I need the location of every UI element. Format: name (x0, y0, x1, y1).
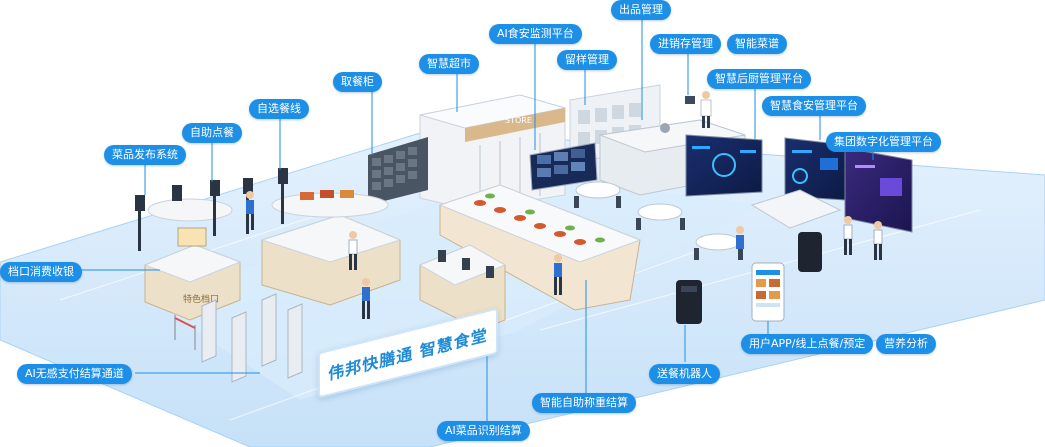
label-nutrition-analysis: 营养分析 (876, 334, 936, 354)
label-user-app: 用户APP/线上点餐/预定 (741, 334, 874, 354)
label-stall-payment: 档口消费收银 (0, 262, 82, 282)
label-self-ordering: 自助点餐 (182, 123, 242, 143)
label-smart-kitchen-platform: 智慧后厨管理平台 (707, 69, 811, 89)
ai-monitor-screen (529, 142, 598, 191)
label-dish-publishing: 菜品发布系统 (104, 145, 186, 165)
label-inventory-management: 进销存管理 (650, 34, 721, 54)
label-ai-dish-recognition: AI菜品识别结算 (437, 421, 530, 441)
weighing-buffet-island (438, 184, 642, 311)
label-ai-contactless-payment: AI无感支付结算通道 (17, 364, 132, 384)
label-smart-food-safety-platform: 智慧食安管理平台 (762, 96, 866, 116)
payment-gates (201, 293, 303, 383)
label-ai-food-safety-monitor: AI食安监测平台 (489, 24, 582, 44)
delivery-robot (676, 232, 822, 324)
label-delivery-robot: 送餐机器人 (649, 364, 720, 384)
chef-figure (700, 91, 712, 128)
diner-figures (246, 191, 883, 319)
leader-lines (80, 18, 874, 421)
stall-sign: 特色档口 (183, 293, 219, 305)
label-group-digital-platform: 集团数字化管理平台 (826, 132, 941, 152)
food-safety-dashboard-screen (784, 137, 846, 201)
pickup-locker (368, 137, 428, 205)
queue-posts (174, 315, 196, 350)
store-sign: STORE (505, 116, 532, 125)
kitchen-dashboard-screen (685, 134, 763, 197)
label-self-select-line: 自选餐线 (249, 99, 309, 119)
label-smart-market: 智慧超市 (419, 54, 479, 74)
smart-market-building (419, 94, 566, 211)
label-smart-menu: 智能菜谱 (727, 34, 787, 54)
label-self-weighing-checkout: 智能自助称重结算 (532, 393, 636, 413)
user-app-phone (751, 262, 785, 322)
label-pickup-locker: 取餐柜 (333, 72, 382, 92)
label-sample-management: 留样管理 (557, 50, 617, 70)
label-outbound-management: 出品管理 (611, 0, 671, 20)
control-desk (750, 189, 842, 229)
group-platform-dashboard-screen (844, 147, 913, 233)
dining-chairs (574, 196, 743, 260)
dining-tables (575, 181, 741, 251)
ai-recognition-counter (418, 244, 507, 331)
